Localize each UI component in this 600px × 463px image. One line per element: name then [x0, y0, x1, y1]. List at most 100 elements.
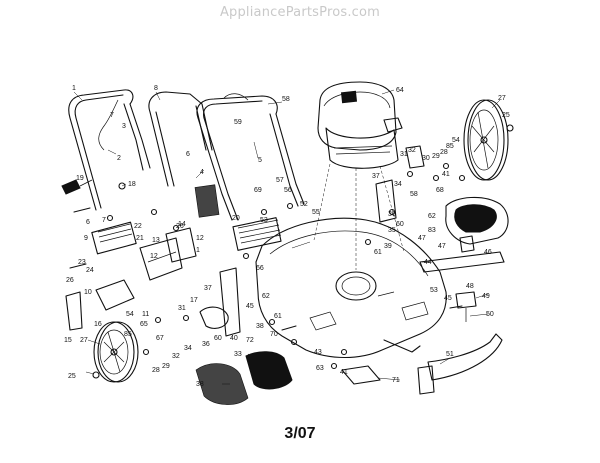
callout-61: 61	[374, 249, 382, 256]
blade-46	[419, 235, 505, 273]
callout-36b: 36	[202, 341, 210, 348]
callout-9: 9	[84, 235, 88, 242]
callout-19: 19	[76, 175, 84, 182]
callout-23: 23	[78, 259, 86, 266]
callout-72: 72	[246, 337, 254, 344]
callout-25b: 25	[68, 373, 76, 380]
callout-57: 57	[276, 177, 284, 184]
side-discharge-33	[245, 351, 293, 390]
rear-wheel	[463, 99, 509, 181]
callout-22: 22	[134, 223, 142, 230]
callout-3: 3	[122, 123, 126, 130]
callout-37: 37	[372, 173, 380, 180]
engine	[317, 81, 403, 169]
callout-32: 32	[408, 147, 416, 154]
callout-48: 48	[466, 283, 474, 290]
callout-45: 45	[444, 295, 452, 302]
callout-35: 35	[388, 227, 396, 234]
height-adjuster-mid	[199, 267, 241, 337]
callout-44: 44	[424, 259, 432, 266]
callout-49: 49	[482, 293, 490, 300]
callout-62b: 62	[262, 293, 270, 300]
bracket-14	[165, 227, 197, 263]
callout-13: 13	[152, 237, 160, 244]
callout-7b: 7	[102, 217, 106, 224]
callout-62: 62	[428, 213, 436, 220]
callout-12: 12	[150, 253, 158, 260]
callout-5: 5	[258, 157, 262, 164]
callout-69: 69	[254, 187, 262, 194]
callout-8: 8	[154, 85, 158, 92]
front-wheel	[93, 321, 139, 383]
callout-70: 70	[270, 331, 278, 338]
watermark-text: AppliancePartsPros.com	[219, 5, 381, 20]
callout-34b: 34	[184, 345, 192, 352]
callout-46: 46	[484, 249, 492, 256]
callout-29: 29	[432, 153, 440, 160]
callout-54: 54	[452, 137, 460, 144]
callout-33: 33	[234, 351, 242, 358]
callout-27b: 27	[80, 337, 88, 344]
callout-85b: 85	[124, 331, 132, 338]
callout-56: 56	[284, 187, 292, 194]
callout-64: 64	[396, 87, 404, 94]
callout-61b: 61	[274, 313, 282, 320]
callout-71: 71	[392, 377, 400, 384]
callout-65: 65	[140, 321, 148, 328]
callout-34: 34	[394, 181, 402, 188]
height-adjuster-left	[65, 279, 135, 331]
fasteners	[69, 145, 466, 370]
callout-12b: 12	[196, 235, 204, 242]
baffle-4	[194, 184, 220, 218]
callout-6: 6	[186, 151, 190, 158]
callout-68: 68	[436, 187, 444, 194]
callout-labels: 1 2 3 7 8 58 59 5 6 4 18 19 6 7 9 21 22 …	[64, 85, 510, 388]
starter-handle	[61, 179, 93, 195]
callout-2: 2	[117, 155, 121, 162]
callout-58b: 58	[410, 191, 418, 198]
callout-58: 58	[282, 96, 290, 103]
callout-30: 30	[422, 155, 430, 162]
callout-47: 47	[418, 235, 426, 242]
callout-29b: 29	[162, 363, 170, 370]
callout-39: 39	[384, 243, 392, 250]
callout-10: 10	[84, 289, 92, 296]
mounting-bracket-12	[139, 237, 183, 281]
callout-7: 7	[110, 112, 114, 119]
hinge-bracket-left	[91, 221, 137, 255]
callout-31: 31	[400, 151, 408, 158]
callout-53b: 53	[430, 287, 438, 294]
callout-41b: 41	[340, 369, 348, 376]
front-wheel-hub-25	[92, 371, 100, 379]
callout-66: 66	[256, 265, 264, 272]
rear-bracket-71	[341, 365, 381, 385]
callout-45b: 45	[246, 303, 254, 310]
upper-handle	[68, 89, 151, 211]
page-number: 3/07	[284, 425, 316, 442]
control-cable	[98, 93, 249, 151]
callout-1b: 1	[196, 247, 200, 254]
callout-15: 15	[64, 337, 72, 344]
callout-47b: 47	[438, 243, 446, 250]
callout-18: 18	[128, 181, 136, 188]
blade-adapter-48	[455, 291, 477, 322]
callout-60b: 60	[214, 335, 222, 342]
callout-16: 16	[94, 321, 102, 328]
callout-6b: 6	[86, 219, 90, 226]
callout-32b: 32	[172, 353, 180, 360]
callout-40: 40	[230, 335, 238, 342]
callout-31b: 31	[178, 305, 186, 312]
callout-26: 26	[66, 277, 74, 284]
callout-11: 11	[142, 311, 149, 318]
leader-lines	[73, 89, 501, 385]
callout-83: 83	[428, 227, 436, 234]
callout-20: 20	[232, 215, 240, 222]
callout-37b: 37	[204, 285, 212, 292]
callout-67: 67	[156, 335, 164, 342]
callout-17: 17	[190, 297, 198, 304]
mulch-plug-42	[445, 196, 509, 245]
center-handle	[196, 95, 305, 221]
rear-panel-20	[232, 217, 282, 251]
callout-21: 21	[136, 235, 144, 242]
